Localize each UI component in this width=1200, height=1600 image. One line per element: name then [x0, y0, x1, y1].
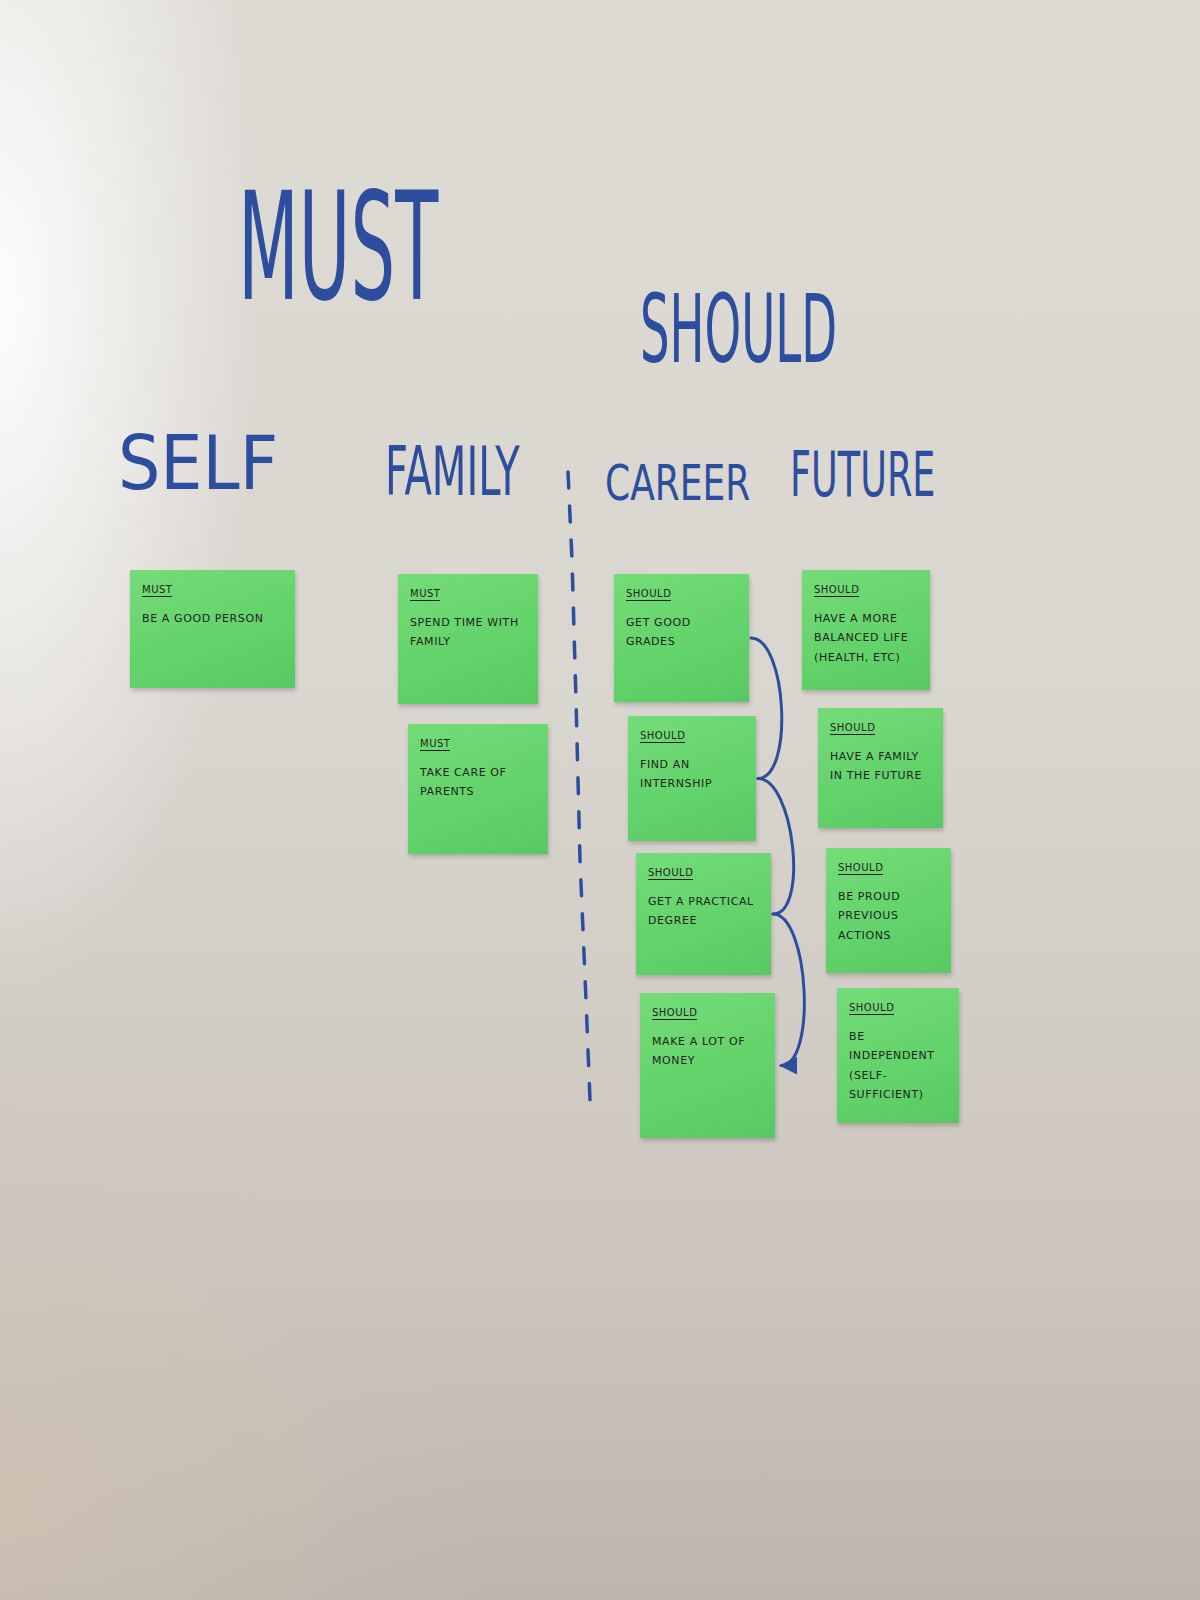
note-heading: SHOULD	[640, 730, 685, 743]
note-heading: MUST	[410, 588, 440, 601]
heading-label: MUST	[238, 172, 438, 322]
note-text: BE PROUD PREVIOUS ACTIONS	[838, 887, 941, 945]
sticky-note: SHOULD GET GOOD GRADES	[614, 574, 749, 702]
sticky-note: MUST TAKE CARE OF PARENTS	[408, 724, 548, 854]
column-label: FAMILY	[385, 438, 520, 506]
column-label: CAREER	[605, 458, 750, 508]
divider-line	[568, 472, 590, 1100]
note-heading: SHOULD	[830, 722, 875, 735]
note-text: FIND AN INTERNSHIP	[640, 755, 746, 794]
note-heading: SHOULD	[652, 1007, 697, 1020]
sticky-note: MUST BE A GOOD PERSON	[130, 570, 295, 688]
note-heading: SHOULD	[648, 867, 693, 880]
note-text: HAVE A FAMILY IN THE FUTURE	[830, 747, 933, 786]
sticky-note: SHOULD BE PROUD PREVIOUS ACTIONS	[826, 848, 951, 973]
note-text: BE INDEPENDENT (SELF-SUFFICIENT)	[849, 1027, 949, 1104]
note-heading: SHOULD	[626, 588, 671, 601]
note-heading: SHOULD	[838, 862, 883, 875]
sticky-note: SHOULD FIND AN INTERNSHIP	[628, 716, 756, 841]
note-text: SPEND TIME WITH FAMILY	[410, 613, 528, 652]
note-text: BE A GOOD PERSON	[142, 609, 285, 628]
sticky-note: SHOULD BE INDEPENDENT (SELF-SUFFICIENT)	[837, 988, 959, 1123]
flow-arrow	[773, 914, 804, 1066]
note-text: HAVE A MORE BALANCED LIFE (HEALTH, ETC)	[814, 609, 920, 667]
sticky-note: SHOULD MAKE A LOT OF MONEY	[640, 993, 775, 1138]
sticky-note: SHOULD HAVE A MORE BALANCED LIFE (HEALTH,…	[802, 570, 930, 690]
note-text: MAKE A LOT OF MONEY	[652, 1032, 765, 1071]
note-text: GET GOOD GRADES	[626, 613, 739, 652]
column-label: SELF	[118, 426, 278, 501]
note-text: GET A PRACTICAL DEGREE	[648, 892, 761, 931]
note-heading: SHOULD	[814, 584, 859, 597]
sticky-note: SHOULD HAVE A FAMILY IN THE FUTURE	[818, 708, 943, 828]
column-label: FUTURE	[790, 444, 935, 506]
note-heading: MUST	[142, 584, 172, 597]
note-text: TAKE CARE OF PARENTS	[420, 763, 538, 802]
sticky-note: MUST SPEND TIME WITH FAMILY	[398, 574, 538, 704]
note-heading: MUST	[420, 738, 450, 751]
heading-label: SHOULD	[640, 282, 837, 377]
sticky-note: SHOULD GET A PRACTICAL DEGREE	[636, 853, 771, 975]
note-heading: SHOULD	[849, 1002, 894, 1015]
